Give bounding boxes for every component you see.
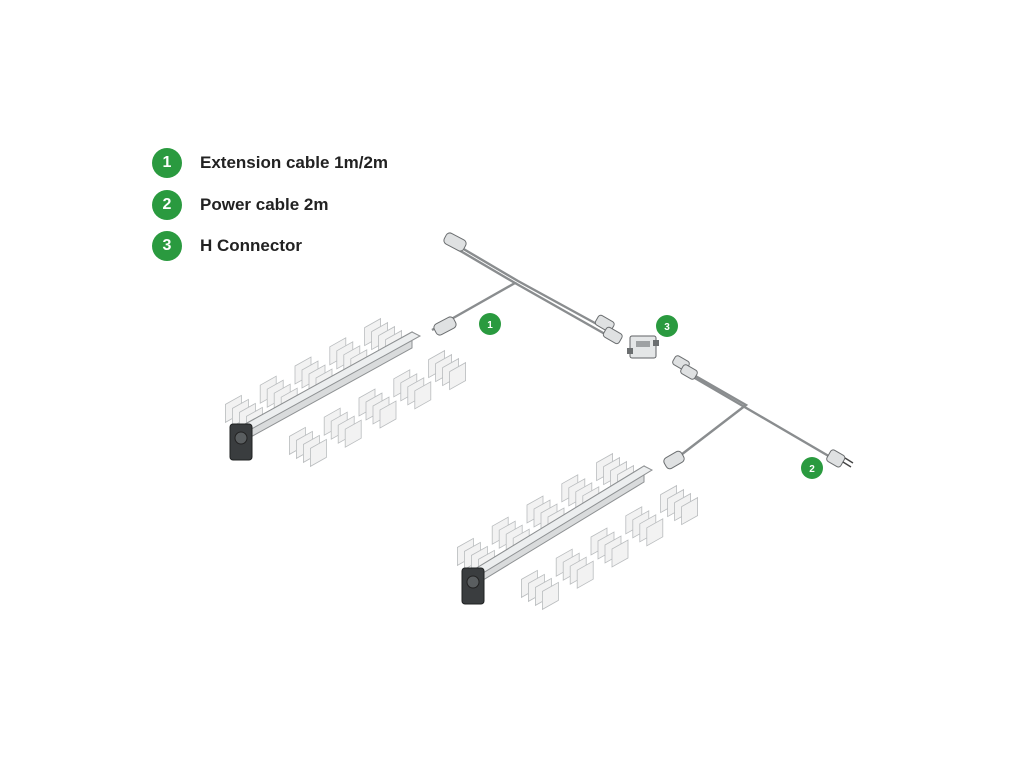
legend-badge-1: 1 [152, 148, 182, 178]
heatsink-fin-group [323, 407, 362, 448]
callout-power-number: 2 [809, 464, 815, 475]
extension-plug-right-b [602, 326, 623, 345]
legend-label-power-cable: Power cable 2m [200, 195, 329, 214]
extension-cable [431, 232, 623, 345]
dimmer-knob-icon [234, 431, 248, 445]
dimmer-knob-icon [466, 575, 480, 589]
legend-label-extension-cable: Extension cable 1m/2m [200, 153, 389, 172]
callout-extension-number: 1 [487, 320, 493, 331]
heatsink-fin-group [289, 426, 327, 468]
callout-connector-number: 3 [664, 322, 670, 333]
heatsink-fin-group [555, 548, 594, 589]
legend-badge-3: 3 [152, 231, 182, 261]
callout-extension-cable: 1 [479, 313, 501, 335]
heatsink-fin-group [625, 506, 664, 547]
legend-label-h-connector: H Connector [200, 236, 302, 255]
callout-power-cable: 2 [801, 457, 823, 479]
heatsink-fin-group [358, 388, 397, 429]
mains-plug [826, 449, 854, 468]
callout-h-connector: 3 [656, 315, 678, 337]
legend-item-power-cable: 2 Power cable 2m [152, 190, 329, 220]
legend-item-h-connector: 3 H Connector [152, 231, 302, 261]
power-plug-left [663, 450, 685, 470]
heatsink-fin-group [393, 369, 432, 410]
led-fixture-upper [225, 317, 466, 468]
legend-item-extension-cable: 1 Extension cable 1m/2m [152, 148, 388, 178]
heatsink-fin-group [364, 317, 402, 359]
extension-plug-left [433, 316, 457, 336]
heatsink-fin-group [590, 527, 629, 568]
driver-box [229, 423, 253, 461]
h-connector [627, 335, 659, 359]
led-fixture-lower [457, 452, 698, 611]
heatsink-fin-group [521, 569, 559, 611]
power-cable [663, 355, 854, 470]
driver-box [461, 567, 485, 605]
heatsink-fin-group [596, 452, 634, 494]
extension-plug-top [443, 232, 467, 252]
legend-badge-2: 2 [152, 190, 182, 220]
power-plug-top-b [680, 364, 698, 380]
heatsink-fin-group [428, 349, 466, 391]
heatsink-fin-group [561, 474, 600, 515]
heatsink-fin-group [660, 484, 698, 526]
